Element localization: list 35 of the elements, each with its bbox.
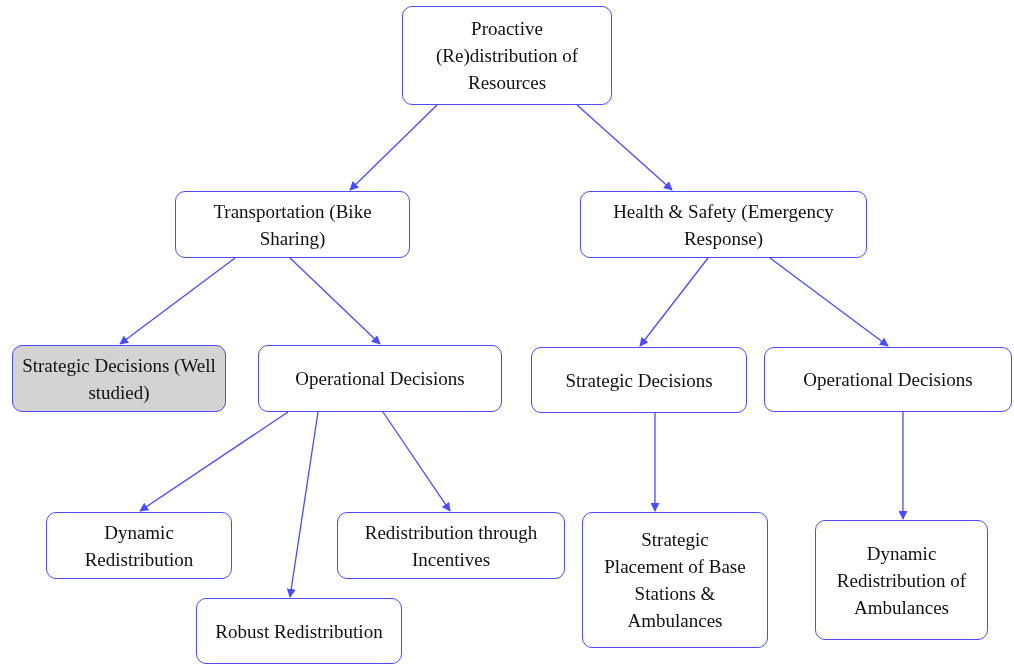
node-box bbox=[337, 512, 565, 579]
node-box bbox=[196, 598, 402, 664]
arrow bbox=[898, 411, 908, 520]
node-label: Redistribution through Incentives bbox=[363, 520, 539, 572]
arrow bbox=[286, 411, 319, 598]
arrow bbox=[576, 104, 673, 191]
arrow bbox=[769, 257, 889, 347]
arrow bbox=[119, 257, 236, 345]
node-box bbox=[12, 345, 226, 412]
node-label: Transportation (Bike Sharing) bbox=[212, 199, 373, 251]
node-box bbox=[580, 191, 867, 258]
arrow bbox=[650, 412, 660, 512]
node-label: Dynamic Redistribution bbox=[83, 520, 195, 572]
node-box bbox=[175, 191, 410, 258]
node-box bbox=[764, 347, 1012, 412]
node-label: Operational Decisions bbox=[803, 368, 973, 392]
node-label: Robust Redistribution bbox=[215, 619, 383, 644]
node-box bbox=[531, 347, 747, 413]
arrow bbox=[382, 411, 451, 512]
node-label: Operational Decisions bbox=[295, 367, 465, 391]
arrow bbox=[289, 257, 381, 345]
node-box bbox=[402, 6, 612, 105]
node-label: Dynamic Redistribution of Ambulances bbox=[835, 541, 968, 620]
node-box bbox=[258, 345, 502, 412]
node-label: Health & Safety (Emergency Response) bbox=[612, 199, 835, 251]
node-label: Strategic Decisions bbox=[565, 368, 713, 393]
node-box bbox=[46, 512, 232, 579]
arrow bbox=[639, 257, 709, 347]
node-label: Strategic Decisions (Well studied) bbox=[21, 353, 217, 405]
node-box bbox=[815, 520, 988, 640]
node-label: Proactive (Re)distribution of Resources bbox=[435, 17, 579, 95]
node-box bbox=[582, 512, 768, 648]
arrow bbox=[139, 411, 289, 512]
arrow bbox=[349, 104, 438, 191]
node-label: Strategic Placement of Base Stations & Ambulances bbox=[603, 528, 747, 633]
